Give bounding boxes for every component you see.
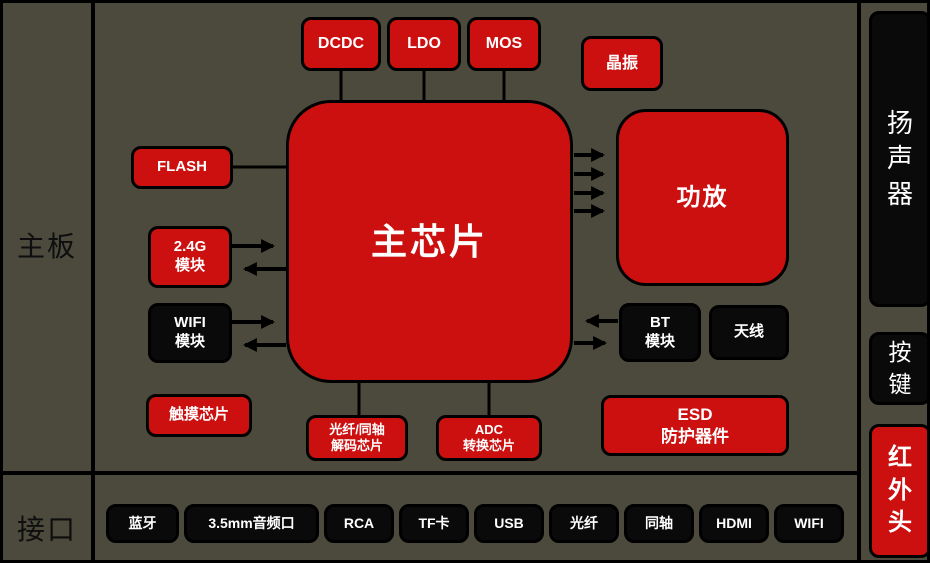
node-mos: MOS [467, 17, 541, 71]
node-amplifier-label: 功放 [676, 183, 729, 211]
side-buttons-label: 按键 [888, 339, 912, 397]
right-column-divider [857, 3, 861, 560]
port-optical: 光纤 [549, 504, 619, 543]
node-2-4g-line2: 模块 [174, 257, 205, 274]
port-audio-3-5mm: 3.5mm音频口 [184, 504, 319, 543]
node-amplifier: 功放 [616, 109, 789, 286]
node-wifi-line2: 模块 [174, 333, 205, 350]
port-hdmi-label: HDMI [716, 514, 752, 531]
port-tf-card: TF卡 [399, 504, 469, 543]
node-bt-line2: 模块 [644, 332, 675, 350]
node-antenna: 天线 [709, 305, 789, 360]
port-wifi-label: WIFI [794, 514, 824, 531]
port-wifi: WIFI [774, 504, 844, 543]
node-esd-line2: 防护器件 [661, 426, 729, 446]
node-dcdc-label: DCDC [317, 35, 365, 52]
node-adc-line1: ADC [474, 421, 504, 437]
node-decoder-line1: 光纤/同轴 [329, 421, 385, 437]
node-flash-label: FLASH [157, 158, 207, 176]
node-crystal-label: 晶振 [605, 54, 638, 72]
interface-row-divider [3, 471, 861, 475]
node-ldo-label: LDO [407, 35, 441, 52]
node-decoder-line2: 解码芯片 [330, 438, 383, 453]
port-bluetooth-label: 蓝牙 [128, 514, 157, 531]
node-dcdc: DCDC [301, 17, 381, 71]
node-mos-label: MOS [485, 35, 523, 52]
port-usb-label: USB [494, 514, 524, 531]
node-touch-chip: 触摸芯片 [146, 394, 252, 437]
node-ldo: LDO [387, 17, 461, 71]
port-rca-label: RCA [343, 514, 375, 531]
port-optical-label: 光纤 [570, 514, 598, 531]
port-coaxial: 同轴 [624, 504, 694, 543]
port-audio-label: 3.5mm音频口 [208, 514, 295, 531]
port-tf-card-label: TF卡 [418, 514, 450, 531]
side-buttons: 按键 [869, 332, 927, 405]
node-optical-coaxial-decoder: 光纤/同轴 解码芯片 [306, 415, 408, 461]
port-rca: RCA [324, 504, 394, 543]
side-speaker: 扬声器 [869, 11, 927, 307]
node-touch-chip-label: 触摸芯片 [168, 406, 229, 424]
port-hdmi: HDMI [699, 504, 769, 543]
left-column-divider [91, 3, 95, 560]
node-main-chip-label: 主芯片 [370, 221, 488, 262]
node-esd-line1: ESD [677, 405, 713, 425]
side-speaker-label: 扬声器 [886, 108, 913, 209]
node-2-4g-line1: 2.4G [173, 238, 207, 256]
mainboard-region-label: 主板 [16, 231, 77, 262]
node-flash: FLASH [131, 146, 233, 189]
port-coaxial-label: 同轴 [645, 514, 673, 531]
node-main-chip: 主芯片 [286, 100, 573, 383]
node-adc-converter: ADC 转换芯片 [436, 415, 542, 461]
node-antenna-label: 天线 [733, 323, 764, 341]
port-bluetooth: 蓝牙 [106, 504, 179, 543]
side-ir-head-label: 红外头 [888, 444, 912, 537]
node-crystal-oscillator: 晶振 [581, 36, 663, 91]
port-usb: USB [474, 504, 544, 543]
node-esd-protection: ESD 防护器件 [601, 395, 789, 456]
side-ir-head: 红外头 [869, 424, 927, 558]
node-wifi-line1: WIFI [174, 314, 206, 332]
node-bt-module: BT 模块 [619, 303, 701, 362]
interface-region-label: 接口 [16, 514, 77, 545]
node-adc-line2: 转换芯片 [462, 438, 515, 453]
node-2-4g-module: 2.4G 模块 [148, 226, 232, 288]
node-bt-line1: BT [650, 313, 670, 331]
node-wifi-module: WIFI 模块 [148, 303, 232, 363]
